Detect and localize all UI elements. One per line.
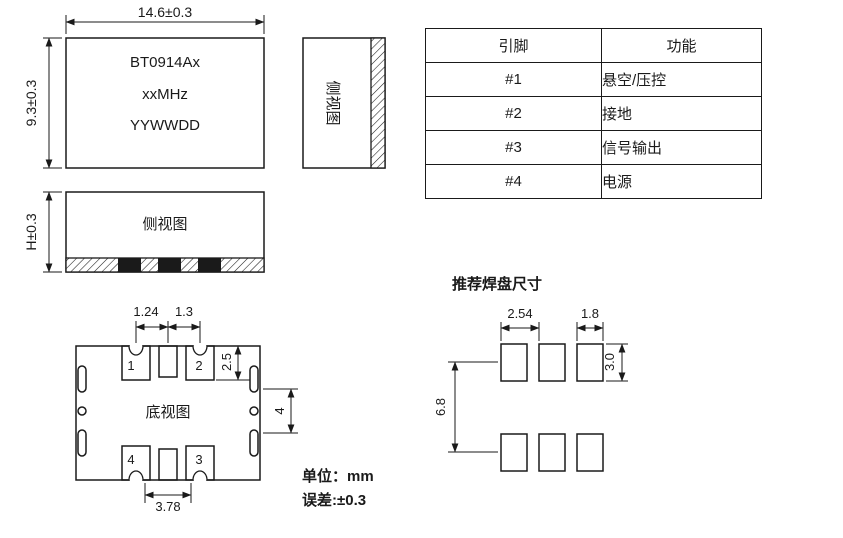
- solder-pad: [118, 258, 141, 272]
- side-slot: [249, 365, 259, 393]
- solder-pad: [198, 258, 221, 272]
- side-view-front-label: 侧视图: [142, 216, 188, 233]
- pin-cell: #1: [425, 62, 602, 97]
- bottom-dim-pad-height: 2.5: [219, 352, 234, 372]
- pin-cell: #3: [425, 130, 602, 165]
- pin-function-table: 引脚 功能 #1 悬空/压控 #2 接地 #3 信号输出 #4 电源: [425, 28, 762, 199]
- top-center-pad: [158, 345, 178, 378]
- table-row: #3 信号输出: [425, 130, 762, 165]
- crystal-hatch: [370, 37, 386, 169]
- side-view-front-dim-lines: [43, 191, 62, 273]
- side-slot: [77, 429, 87, 457]
- land-dim-row-gap: 6.8: [433, 397, 448, 417]
- side-view-right-outline: [302, 37, 386, 169]
- top-view-outline: [65, 37, 265, 169]
- land-pad: [500, 343, 528, 382]
- pin1-number: 1: [127, 358, 135, 373]
- side-view-front-outline: [65, 191, 265, 273]
- marking-datecode: YYWWDD: [130, 117, 200, 134]
- land-pad: [500, 433, 528, 472]
- land-dim-pitch: 2.54: [507, 306, 533, 321]
- land-pattern-dim-lines: [448, 322, 628, 453]
- index-hole: [249, 406, 259, 416]
- land-dim-pad-height: 3.0: [602, 352, 617, 372]
- unit-note: 单位：mm: [302, 468, 374, 485]
- tolerance-note: 误差:±0.3: [302, 492, 367, 509]
- pin4-number: 4: [127, 452, 135, 467]
- pin-cell: #2: [425, 96, 602, 131]
- land-pad: [576, 343, 604, 382]
- land-dim-pad-width: 1.8: [580, 306, 600, 321]
- pin2-number: 2: [195, 358, 203, 373]
- land-pattern-title: 推荐焊盘尺寸: [452, 276, 543, 293]
- land-pad: [538, 343, 566, 382]
- castellation-notch: [192, 345, 208, 356]
- table-row: #4 电源: [425, 164, 762, 199]
- table-header-row: 引脚 功能: [425, 28, 762, 63]
- castellation-notch: [192, 470, 208, 481]
- marking-frequency: xxMHz: [142, 86, 188, 103]
- bottom-dim-left: 1.24: [133, 304, 159, 319]
- top-view-dim-lines: [43, 15, 265, 169]
- index-hole: [77, 406, 87, 416]
- solder-pad: [158, 258, 181, 272]
- marking-model: BT0914Ax: [129, 54, 201, 71]
- table-row: #2 接地: [425, 96, 762, 131]
- pin-cell: #4: [425, 164, 602, 199]
- castellation-notch: [128, 345, 144, 356]
- bottom-view-dim-lines: [135, 321, 298, 503]
- side-view-height-dim: H±0.3: [23, 213, 39, 251]
- side-view-right-label: 侧视图: [324, 80, 341, 126]
- pin-column-header: 引脚: [425, 28, 602, 63]
- castellation-notch: [128, 470, 144, 481]
- function-cell: 悬空/压控: [601, 62, 762, 97]
- bottom-center-pad: [158, 448, 178, 481]
- function-cell: 信号输出: [601, 130, 762, 165]
- land-pad: [576, 433, 604, 472]
- side-slot: [249, 429, 259, 457]
- function-cell: 电源: [601, 164, 762, 199]
- bottom-dim-span: 3.78: [155, 499, 181, 514]
- function-cell: 接地: [601, 96, 762, 131]
- land-pad: [538, 433, 566, 472]
- bottom-dim-center-offset: 4: [272, 407, 287, 415]
- table-row: #1 悬空/压控: [425, 62, 762, 97]
- bottom-dim-right: 1.3: [174, 304, 194, 319]
- side-slot: [77, 365, 87, 393]
- pin3-number: 3: [195, 452, 203, 467]
- function-column-header: 功能: [601, 28, 762, 63]
- bottom-view-label: 底视图: [145, 404, 191, 421]
- top-view-height-dim: 9.3±0.3: [23, 79, 39, 127]
- land-pattern-pads: [500, 343, 604, 472]
- bottom-view-outline: [75, 343, 261, 483]
- top-view-width-dim: 14.6±0.3: [137, 4, 193, 20]
